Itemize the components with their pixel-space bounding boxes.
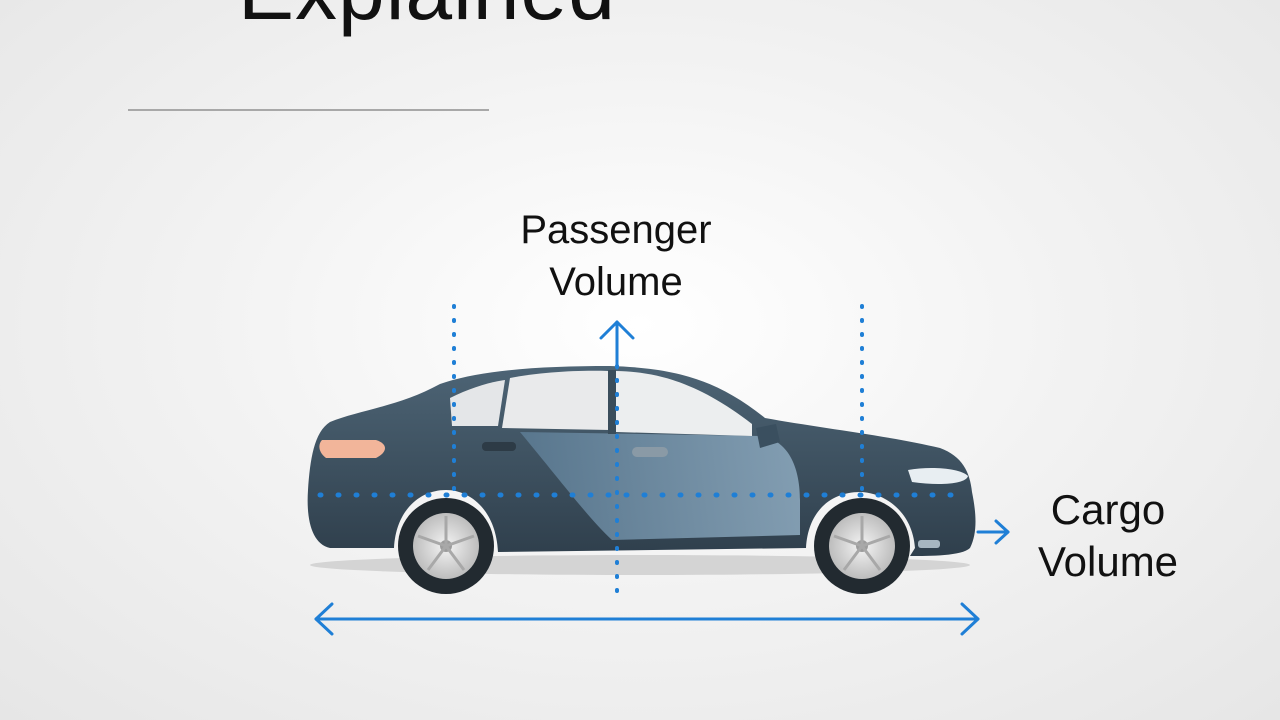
headlight bbox=[908, 468, 968, 484]
fog-light bbox=[918, 540, 940, 548]
passenger-volume-label: Passenger Volume bbox=[480, 204, 752, 308]
taillight bbox=[319, 440, 385, 458]
title-divider bbox=[128, 109, 489, 111]
passenger-volume-line1: Passenger bbox=[520, 208, 712, 252]
rear-door-handle bbox=[482, 442, 516, 451]
middle-window bbox=[502, 370, 610, 430]
front-wheel bbox=[814, 498, 910, 594]
cargo-volume-line1: Cargo bbox=[1050, 486, 1166, 533]
double-arrow-icon bbox=[314, 602, 980, 636]
passenger-volume-line2: Volume bbox=[549, 260, 683, 304]
cargo-volume-line2: Volume bbox=[1037, 538, 1179, 585]
cargo-volume-label: Cargo Volume bbox=[1020, 484, 1196, 588]
car-icon bbox=[307, 366, 976, 594]
b-pillar bbox=[608, 370, 616, 434]
car-door-panel bbox=[520, 432, 800, 540]
arrow-up-icon bbox=[599, 320, 635, 370]
rear-window bbox=[450, 380, 505, 426]
side-mirror bbox=[756, 424, 780, 448]
front-window bbox=[616, 371, 752, 436]
page-title: Explained bbox=[238, 0, 616, 32]
rear-wheel bbox=[398, 498, 494, 594]
front-door-handle bbox=[632, 447, 668, 457]
measurement-guides bbox=[317, 304, 971, 600]
arrow-right-icon bbox=[976, 519, 1010, 545]
